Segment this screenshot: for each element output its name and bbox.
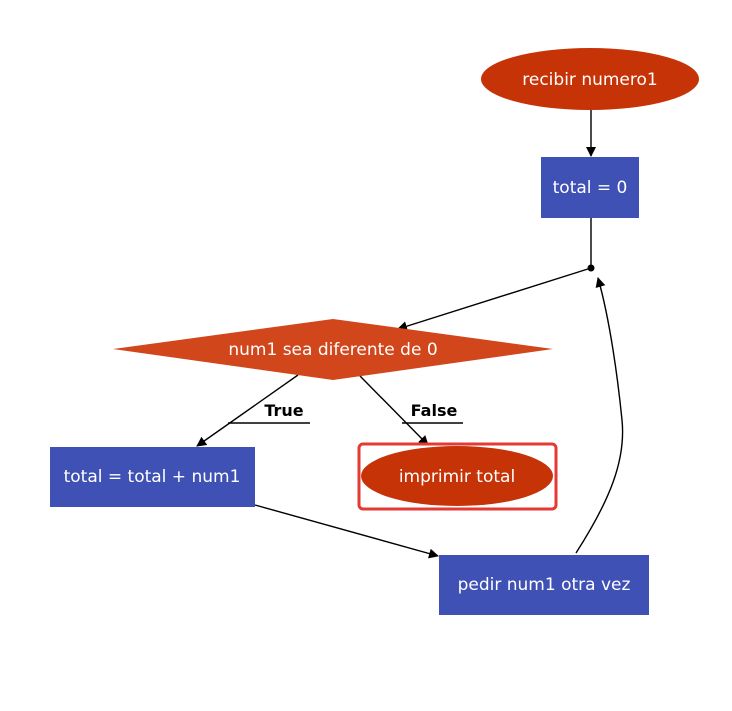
node-print[interactable]: imprimir total [357, 442, 558, 511]
init-label: total = 0 [553, 178, 628, 198]
init-rectangle [541, 157, 639, 218]
ask-label: pedir num1 otra vez [458, 575, 631, 595]
start-label: recibir numero1 [522, 70, 657, 90]
decision-diamond [113, 319, 553, 380]
edge-decision-to-sum [196, 374, 299, 447]
print-label: imprimir total [399, 467, 515, 487]
edges [196, 110, 624, 559]
node-start[interactable]: recibir numero1 [481, 48, 699, 110]
edge-junction-to-decision [397, 267, 592, 332]
edge-ask-to-junction [575, 277, 624, 554]
sum-rectangle [50, 447, 255, 507]
print-highlight-frame [357, 442, 558, 511]
junction-point [587, 264, 595, 272]
node-init[interactable]: total = 0 [541, 157, 639, 218]
node-decision[interactable]: num1 sea diferente de 0 [113, 319, 553, 380]
edge-label-false: False [411, 401, 458, 420]
edge-sum-to-ask [254, 504, 439, 559]
ask-rectangle [439, 555, 649, 615]
print-ellipse [361, 446, 553, 506]
node-ask[interactable]: pedir num1 otra vez [439, 555, 649, 615]
decision-label: num1 sea diferente de 0 [228, 340, 437, 360]
edge-label-true: True [264, 401, 303, 420]
start-ellipse [481, 48, 699, 110]
sum-label: total = total + num1 [64, 467, 241, 487]
edge-decision-to-print [359, 375, 429, 446]
node-sum[interactable]: total = total + num1 [50, 447, 255, 507]
